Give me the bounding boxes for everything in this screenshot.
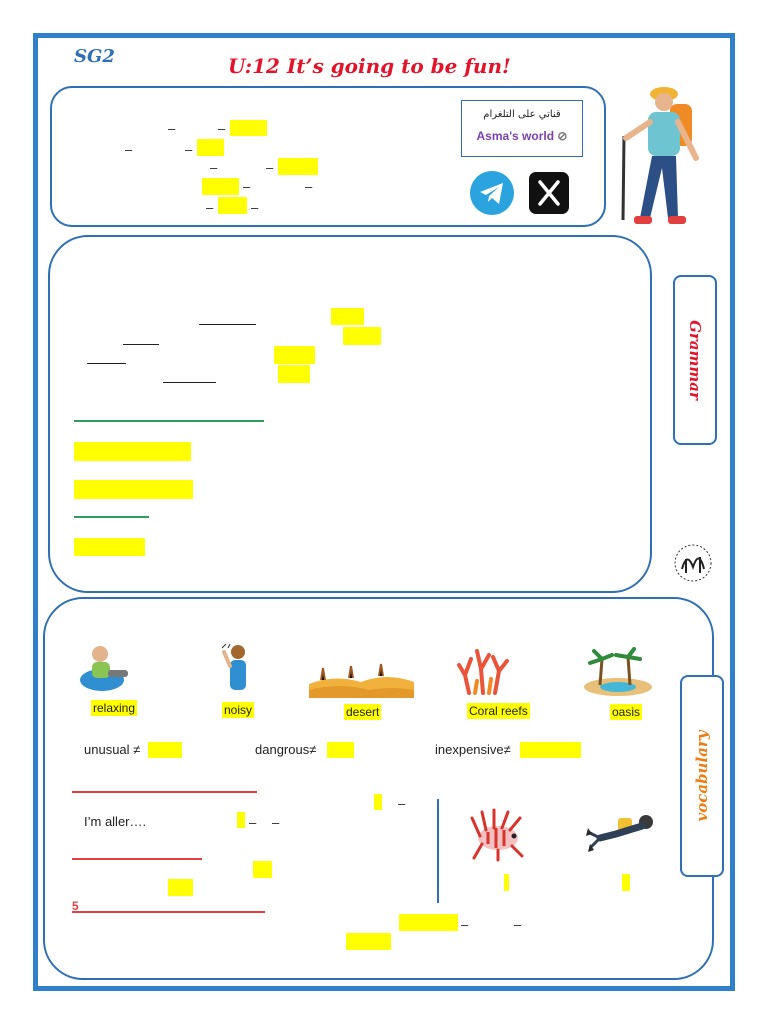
answer-blank (253, 861, 272, 878)
blank-line (123, 331, 159, 345)
opposite-dangerous: dangrous≠ (255, 742, 317, 757)
answer-blank (237, 812, 245, 828)
person-shouting-icon (220, 642, 252, 692)
answer-blank (327, 742, 354, 758)
x-logo-icon[interactable] (529, 172, 569, 214)
answer-blank (399, 914, 458, 931)
dash: – (125, 142, 133, 157)
channel-box[interactable]: قناتي على التلغرام Asma's world ⊘ (461, 100, 583, 157)
answer-blank (622, 874, 630, 891)
answer-blank (346, 933, 391, 950)
unit-title: U:12 It’s going to be fun! (228, 54, 511, 78)
dash: – (272, 815, 280, 830)
coral-reef-icon (455, 645, 511, 695)
divider-line (72, 858, 202, 860)
answer-blank (331, 308, 364, 325)
dash: – (185, 142, 193, 157)
page-frame (33, 33, 735, 991)
dash: – (210, 160, 218, 175)
opposite-inexpensive: inexpensive≠ (435, 742, 511, 757)
hiker-illustration (618, 80, 704, 232)
picture-label-noisy: noisy (222, 702, 255, 718)
lionfish-icon (468, 808, 532, 862)
opposite-unusual: unusual ≠ (84, 742, 141, 757)
blank-line (87, 350, 126, 364)
picture-label-coral-reefs: Coral reefs (467, 703, 530, 719)
dash: – (206, 200, 214, 215)
tab-vocabulary[interactable]: vocabulary (680, 675, 724, 877)
picture-label-oasis: oasis (610, 704, 643, 720)
item-number: 5 (72, 899, 79, 913)
divider-line (72, 911, 265, 913)
worksheet-code: SG2 (74, 46, 115, 67)
blank-line (199, 311, 256, 325)
oasis-icon (582, 645, 654, 697)
dash: – (243, 179, 251, 194)
dash: – (305, 179, 313, 194)
tab-vocabulary-label: vocabulary (693, 730, 711, 822)
answer-blank (343, 327, 381, 345)
dash: – (168, 121, 176, 136)
dash: – (266, 160, 274, 175)
answer-blank (218, 197, 247, 214)
answer-blank (520, 742, 581, 758)
answer-blank (74, 538, 145, 556)
divider-line (72, 791, 257, 793)
answer-blank (278, 158, 318, 175)
answer-blank (278, 365, 310, 383)
dash: – (251, 200, 259, 215)
scuba-diver-icon (586, 810, 654, 856)
desert-icon (309, 660, 414, 698)
dash: – (218, 121, 226, 136)
no-sign-icon: ⊘ (557, 129, 568, 143)
picture-label-relaxing: relaxing (91, 700, 138, 716)
calligraphy-seal-icon (672, 541, 714, 585)
answer-blank (230, 120, 267, 136)
dash: – (461, 917, 469, 932)
grammar-panel (48, 235, 652, 593)
person-relaxing-icon (80, 642, 132, 692)
dash: – (398, 796, 406, 811)
tab-grammar-label: Grammar (686, 320, 704, 400)
allergy-text: I’m aller…. (84, 814, 147, 829)
answer-blank (274, 346, 315, 364)
answer-blank (74, 480, 193, 499)
channel-name: Asma's world (476, 129, 555, 143)
telegram-icon[interactable] (470, 171, 514, 215)
answer-blank (374, 794, 382, 810)
answer-blank (504, 874, 509, 891)
blank-line (163, 369, 216, 383)
dash: – (249, 815, 257, 830)
answer-blank (168, 879, 193, 896)
answer-blank (197, 139, 224, 156)
channel-arabic-text: قناتي على التلغرام (483, 109, 561, 120)
picture-label-desert: desert (344, 704, 382, 720)
answer-blank (202, 178, 239, 195)
column-divider (437, 799, 439, 903)
divider-line (74, 516, 149, 518)
tab-grammar[interactable]: Grammar (673, 275, 717, 445)
dash: – (514, 917, 522, 932)
divider-line (74, 420, 264, 422)
answer-blank (148, 742, 182, 758)
answer-blank (74, 442, 191, 461)
